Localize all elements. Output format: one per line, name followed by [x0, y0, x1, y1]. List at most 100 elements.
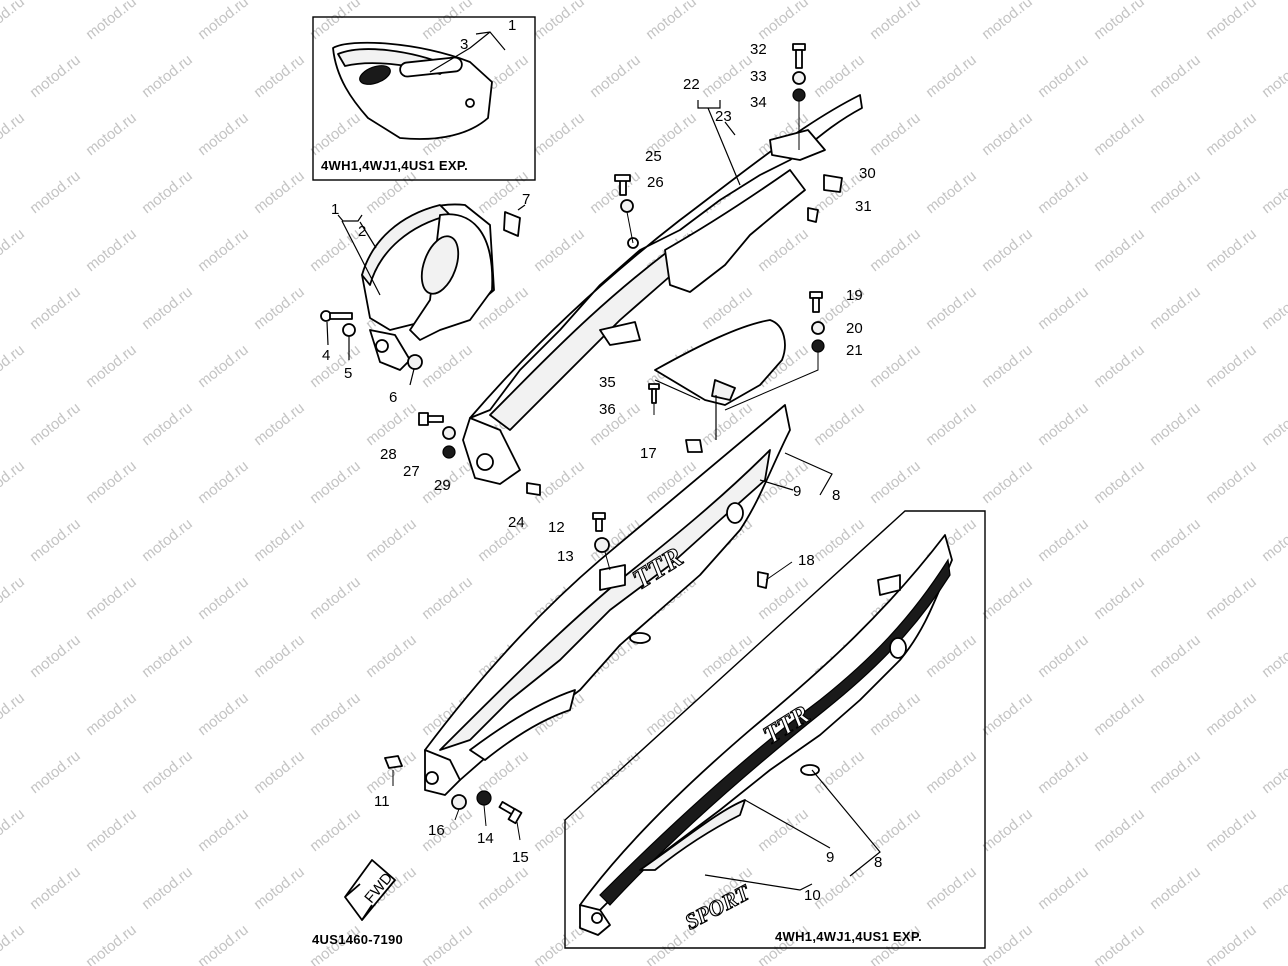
watermark-text: motod.ru [139, 863, 196, 913]
watermark-text: motod.ru [83, 921, 140, 966]
watermark-text: motod.ru [27, 747, 84, 797]
leader-8-9-10 [704, 769, 881, 891]
watermark-text: motod.ru [195, 805, 252, 855]
bolt-28-head [418, 412, 429, 426]
inset-top-left: 4WH1,4WJ1,4US1 EXP. [312, 16, 536, 181]
watermark-text: motod.ru [1091, 109, 1148, 159]
watermark-text: motod.ru [1035, 863, 1092, 913]
watermark-text: motod.ru [1147, 515, 1204, 565]
callout-32: 32 [750, 41, 767, 58]
watermark-text: motod.ru [531, 805, 588, 855]
callout-20: 20 [846, 320, 863, 337]
nut-17 [685, 439, 703, 453]
collar-5 [342, 323, 356, 337]
callout-3: 3 [460, 36, 468, 53]
leader-19-21 [724, 352, 819, 411]
watermark-text: motod.ru [1203, 225, 1260, 275]
watermark-text: motod.ru [139, 399, 196, 449]
watermark-text: motod.ru [1091, 921, 1148, 966]
rear-cowl-upper [462, 94, 863, 485]
callout-11: 11 [374, 793, 390, 810]
screw-15-head [507, 807, 523, 825]
watermark-text: motod.ru [139, 51, 196, 101]
watermark-text: motod.ru [83, 689, 140, 739]
inset-cover-recess [639, 799, 746, 871]
watermark-text: motod.ru [979, 225, 1036, 275]
leaders-11-16 [392, 770, 521, 841]
callout-33: 33 [750, 68, 767, 85]
watermark-text: motod.ru [307, 0, 364, 43]
watermark-text: motod.ru [0, 689, 28, 739]
watermark-text: motod.ru [811, 51, 868, 101]
watermark-text: motod.ru [587, 747, 644, 797]
inset-screw-hole [465, 98, 475, 108]
watermark-text: motod.ru [1091, 805, 1148, 855]
cowl-end-hole [476, 453, 494, 471]
callout-29: 29 [434, 477, 451, 494]
collar-11 [384, 755, 403, 769]
cowl-front-end [462, 417, 521, 485]
watermark-text: motod.ru [251, 283, 308, 333]
watermark-text: motod.ru [699, 51, 756, 101]
watermark-text: motod.ru [923, 747, 980, 797]
watermark-text: motod.ru [979, 341, 1036, 391]
watermark-text: motod.ru [27, 51, 84, 101]
watermark-text: motod.ru [0, 225, 28, 275]
watermark-text: motod.ru [251, 747, 308, 797]
main-cover-mount-tab [599, 564, 626, 591]
leader-25-26 [626, 211, 634, 244]
watermark-text: motod.ru [0, 341, 28, 391]
watermark-text: motod.ru [587, 51, 644, 101]
callout-16: 16 [428, 822, 445, 839]
watermark-text: motod.ru [1147, 631, 1204, 681]
watermark-text: motod.ru [307, 573, 364, 623]
screw-25 [614, 174, 631, 196]
watermark-text: motod.ru [83, 225, 140, 275]
watermark-text: motod.ru [1259, 167, 1288, 217]
callout-23: 23 [715, 108, 732, 125]
callout-10: 10 [804, 887, 821, 904]
leaders-4-5-6 [326, 321, 415, 386]
screw-19-shaft [812, 297, 820, 313]
watermark-text: motod.ru [419, 573, 476, 623]
watermark-text: motod.ru [867, 457, 924, 507]
watermark-text: motod.ru [923, 863, 980, 913]
callout-18: 18 [798, 552, 815, 569]
callout-15: 15 [512, 849, 529, 866]
callout-31: 31 [855, 198, 872, 215]
watermark-text: motod.ru [251, 51, 308, 101]
callout-7: 7 [522, 191, 530, 208]
watermark-text: motod.ru [1203, 689, 1260, 739]
watermark-text: motod.ru [251, 167, 308, 217]
watermark-text: motod.ru [0, 805, 28, 855]
inset-cover-notch [800, 764, 820, 776]
watermark-text: motod.ru [1091, 457, 1148, 507]
watermark-text: motod.ru [363, 631, 420, 681]
watermark-text: motod.ru [1147, 167, 1204, 217]
callout-8-inset: 8 [874, 854, 882, 871]
watermark-text: motod.ru [363, 515, 420, 565]
watermark-text: motod.ru [699, 631, 756, 681]
callout-27: 27 [403, 463, 420, 480]
watermark-text: motod.ru [139, 283, 196, 333]
watermark-text: motod.ru [979, 109, 1036, 159]
leader-18 [765, 561, 793, 581]
watermark-text: motod.ru [867, 109, 924, 159]
main-cover-stripe [439, 449, 771, 751]
watermark-text: motod.ru [307, 225, 364, 275]
watermark-text: motod.ru [979, 0, 1036, 43]
callout-13: 13 [557, 548, 574, 565]
watermark-text: motod.ru [1203, 0, 1260, 43]
bolt-32-shaft [795, 49, 803, 69]
watermark-text: motod.ru [1035, 167, 1092, 217]
watermark-text: motod.ru [1091, 341, 1148, 391]
callout-8: 8 [832, 487, 840, 504]
tail-cover-35 [648, 319, 786, 440]
bolt-28-shaft [427, 415, 444, 423]
watermark-text: motod.ru [1091, 225, 1148, 275]
leader-35-36 [654, 379, 717, 440]
watermark-text: motod.ru [1091, 573, 1148, 623]
inset-top-border [312, 16, 536, 181]
watermark-text: motod.ru [195, 109, 252, 159]
watermark-text: motod.ru [1203, 921, 1260, 966]
